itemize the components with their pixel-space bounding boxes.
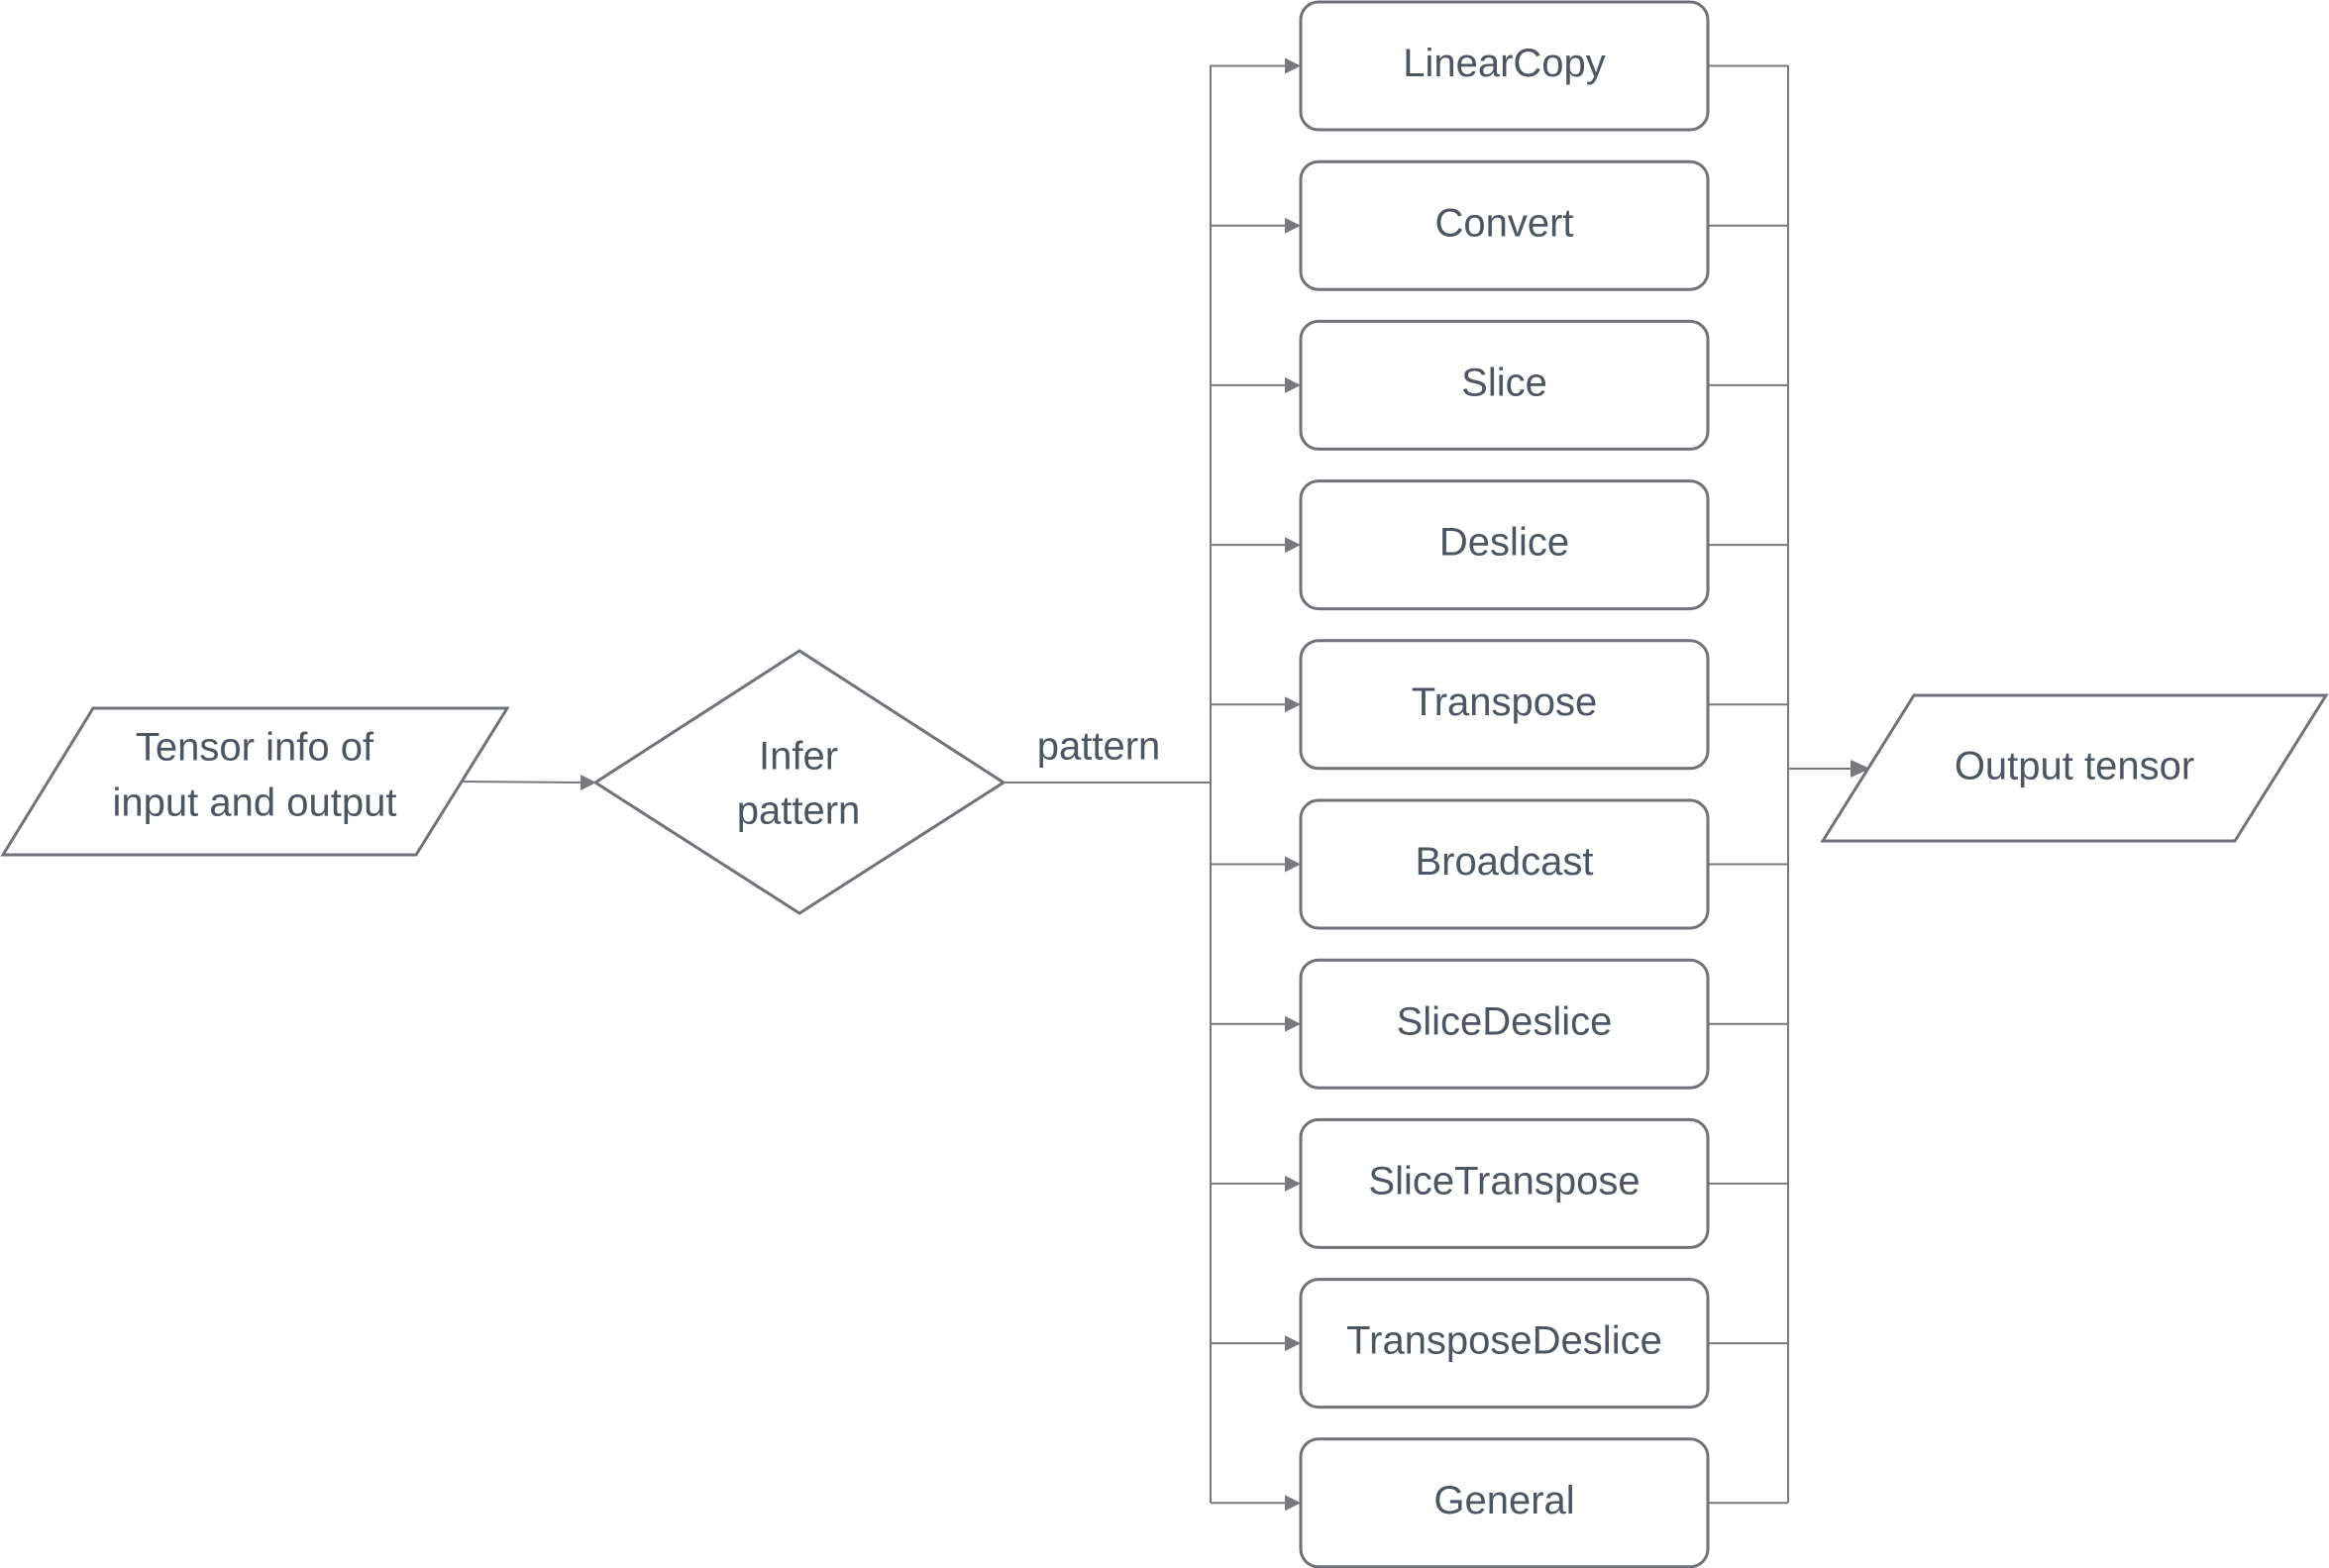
pattern-node-slice: Slice (1211, 319, 1788, 451)
input-label-line2: input and output (113, 782, 397, 825)
pattern-label: Convert (1434, 201, 1573, 245)
pattern-box (1299, 1437, 1710, 1568)
pattern-in-arrowhead (1285, 1015, 1301, 1032)
pattern-box (1299, 958, 1710, 1090)
pattern-label: General (1433, 1479, 1574, 1522)
pattern-box (1299, 1117, 1710, 1249)
pattern-in-arrowhead (1285, 1175, 1301, 1192)
pattern-node-linear-copy: LinearCopy (1211, 0, 1788, 132)
pattern-box (1299, 798, 1710, 930)
pattern-box (1299, 1278, 1710, 1410)
pattern-label: Transpose (1412, 680, 1598, 724)
output-parallelogram (1820, 693, 2329, 843)
decision-label-line2: pattern (737, 789, 861, 833)
pattern-in-arrowhead (1285, 696, 1301, 713)
input-label-line1: Tensor info of (136, 726, 374, 770)
decision-diamond (592, 649, 1006, 915)
pattern-box (1299, 479, 1710, 611)
edge-label-pattern: pattern (1037, 725, 1161, 769)
pattern-label: LinearCopy (1403, 42, 1606, 85)
pattern-in-arrowhead (1285, 57, 1301, 74)
pattern-node-transpose-deslice: TransposeDeslice (1211, 1278, 1788, 1410)
pattern-label: Slice (1461, 361, 1547, 404)
pattern-in-arrowhead (1285, 537, 1301, 554)
pattern-node-slice-deslice: SliceDeslice (1211, 958, 1788, 1090)
output-label: Output tensor (1955, 745, 2194, 788)
pattern-in-arrowhead (1285, 217, 1301, 234)
bus-to-output-arrow (1788, 760, 1870, 778)
pattern-label: SliceDeslice (1397, 999, 1613, 1043)
pattern-node-convert: Convert (1211, 159, 1788, 291)
pattern-label: Broadcast (1415, 840, 1593, 884)
pattern-in-arrowhead (1285, 1335, 1301, 1352)
input-to-decision-arrow (462, 775, 596, 790)
input-parallelogram (0, 706, 510, 857)
pattern-in-arrowhead (1285, 856, 1301, 873)
pattern-in-arrowhead (1285, 1495, 1301, 1512)
pattern-in-arrowhead (1285, 376, 1301, 393)
pattern-label: Deslice (1439, 521, 1569, 565)
pattern-node-slice-transpose: SliceTranspose (1211, 1117, 1788, 1249)
pattern-boxes: LinearCopyConvertSliceDesliceTransposeBr… (1211, 0, 1788, 1568)
decision-node: Infer pattern (592, 649, 1006, 915)
pattern-box (1299, 0, 1710, 132)
decision-label-line1: Infer (759, 735, 838, 779)
pattern-node-deslice: Deslice (1211, 479, 1788, 611)
pattern-label: SliceTranspose (1368, 1159, 1640, 1202)
pattern-node-general: General (1211, 1437, 1788, 1568)
input-node: Tensor info of input and output (0, 706, 510, 857)
pattern-node-broadcast: Broadcast (1211, 798, 1788, 930)
output-node: Output tensor (1820, 693, 2329, 843)
pattern-box (1299, 319, 1710, 451)
pattern-label: TransposeDeslice (1346, 1319, 1662, 1363)
pattern-box (1299, 159, 1710, 291)
pattern-node-transpose: Transpose (1211, 639, 1788, 771)
pattern-box (1299, 639, 1710, 771)
